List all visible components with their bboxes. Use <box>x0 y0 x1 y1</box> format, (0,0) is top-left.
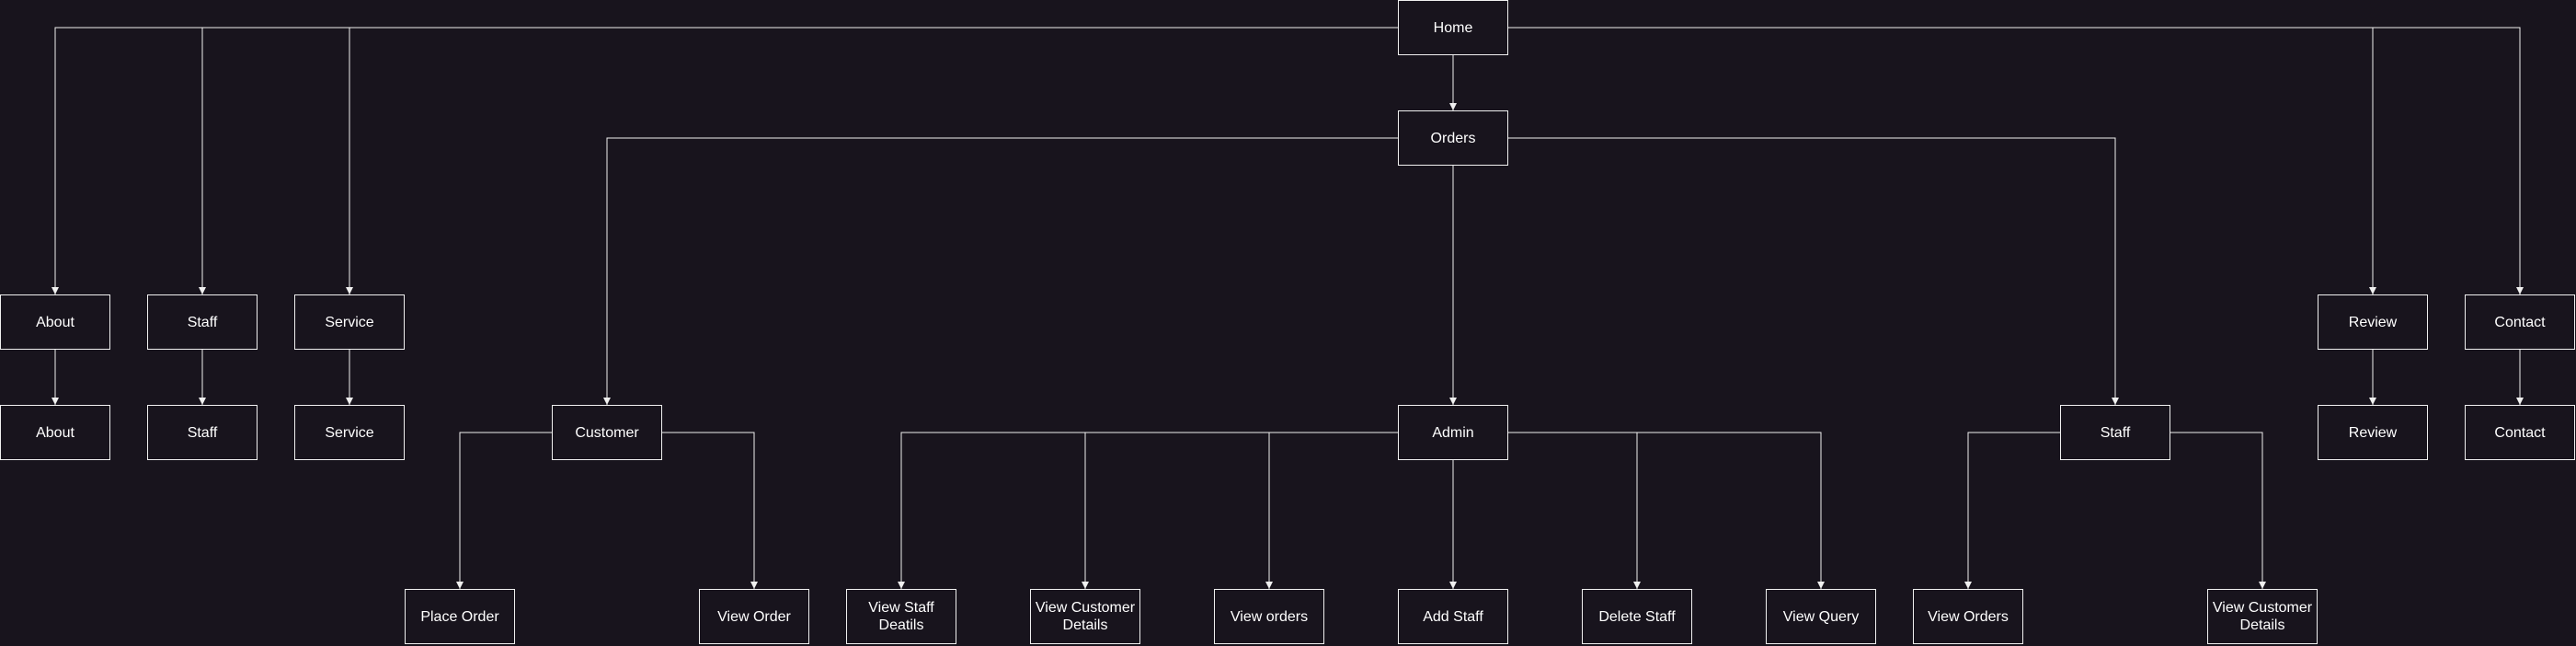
edge-admin-to-view_query <box>1508 432 1825 589</box>
node-add-staff[interactable]: Add Staff <box>1398 589 1508 644</box>
node-staff-branch[interactable]: Staff <box>2060 405 2170 460</box>
node-view-staff-details[interactable]: View Staff Deatils <box>846 589 956 644</box>
node-contact-child[interactable]: Contact <box>2465 405 2575 460</box>
edge-admin-to-view_customer_details_admin <box>1082 432 1398 589</box>
node-admin[interactable]: Admin <box>1398 405 1508 460</box>
node-view-customer-details-admin[interactable]: View Customer Details <box>1030 589 1140 644</box>
edge-home-to-about_1 <box>52 27 1398 294</box>
node-view-customer-details-staff[interactable]: View Customer Details <box>2207 589 2318 644</box>
node-review[interactable]: Review <box>2318 294 2428 350</box>
edge-customer-to-place_order <box>456 432 552 589</box>
node-contact[interactable]: Contact <box>2465 294 2575 350</box>
node-view-orders-staff[interactable]: View Orders <box>1913 589 2023 644</box>
edge-staff_branch-to-view_customer_details_staff <box>2170 432 2266 589</box>
edge-admin-to-delete_staff <box>1508 432 1641 589</box>
edge-staff_branch-to-view_orders_staff <box>1964 432 2060 589</box>
node-view-orders-admin[interactable]: View orders <box>1214 589 1324 644</box>
node-staff-child[interactable]: Staff <box>147 405 258 460</box>
edge-orders-to-customer <box>603 137 1398 405</box>
edge-admin-to-view_orders_admin <box>1265 432 1398 589</box>
node-review-child[interactable]: Review <box>2318 405 2428 460</box>
node-about-child[interactable]: About <box>0 405 110 460</box>
node-staff[interactable]: Staff <box>147 294 258 350</box>
edge-orders-to-staff_branch <box>1508 137 2119 405</box>
node-service[interactable]: Service <box>294 294 405 350</box>
edge-customer-to-view_order <box>662 432 758 589</box>
node-home[interactable]: Home <box>1398 0 1508 55</box>
edge-home-to-service_1 <box>346 27 1398 294</box>
node-delete-staff[interactable]: Delete Staff <box>1582 589 1692 644</box>
edge-home-to-staff_1 <box>199 27 1398 294</box>
node-service-child[interactable]: Service <box>294 405 405 460</box>
edge-home-to-contact_1 <box>1508 27 2524 294</box>
node-place-order[interactable]: Place Order <box>405 589 515 644</box>
node-view-order[interactable]: View Order <box>699 589 809 644</box>
edge-admin-to-view_staff_details <box>898 432 1398 589</box>
node-view-query[interactable]: View Query <box>1766 589 1876 644</box>
edge-home-to-review_1 <box>1508 27 2376 294</box>
node-customer[interactable]: Customer <box>552 405 662 460</box>
node-about[interactable]: About <box>0 294 110 350</box>
node-orders[interactable]: Orders <box>1398 110 1508 166</box>
